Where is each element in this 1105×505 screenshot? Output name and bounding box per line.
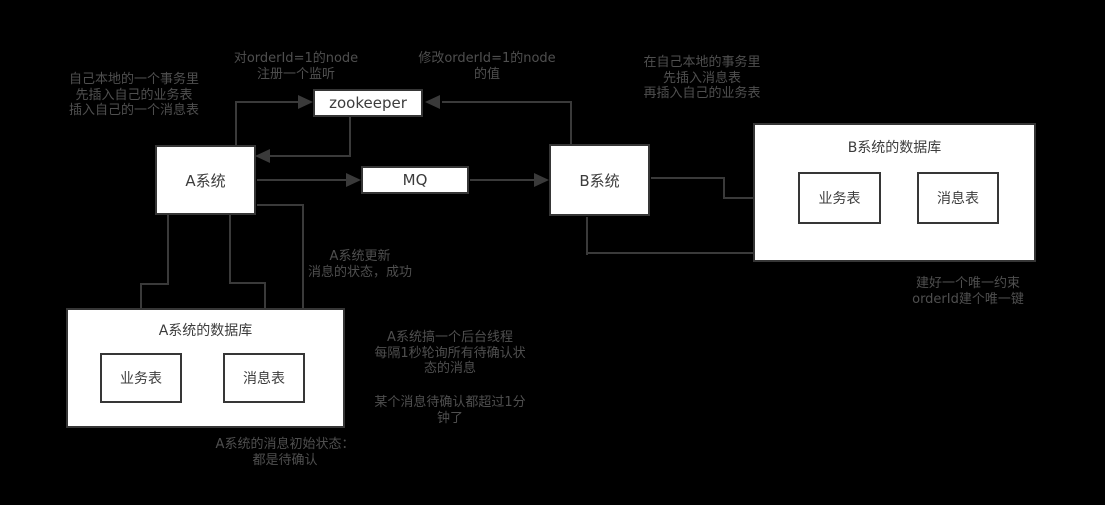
arrowhead-into-zookeeper-right-icon	[425, 95, 440, 109]
annotation-a-local-transaction: 自己本地的一个事务里 先插入自己的业务表 插入自己的一个消息表	[68, 72, 199, 118]
arrowhead-into-zookeeper-icon	[298, 95, 313, 109]
edge-a-to-a-message-update-segment	[302, 204, 304, 339]
annotation-a-background-thread: A系统搞一个后台线程 每隔1秒轮询所有待确认状 态的消息	[374, 330, 526, 376]
db-b-business-table: 业务表	[798, 172, 881, 224]
arrowhead-into-system-b-icon	[534, 173, 549, 187]
db-a-business-table-label: 业务表	[120, 371, 162, 387]
zookeeper-label: zookeeper	[329, 94, 407, 112]
db-b-message-table-label: 消息表	[937, 191, 979, 207]
system-b-node: B系统	[549, 144, 650, 216]
db-b-business-table-label: 业务表	[818, 191, 861, 207]
edge-mq-to-b-segment	[470, 179, 536, 181]
edge-a-to-a-business-segment	[140, 283, 169, 285]
edge-b-to-b-message-segment	[586, 217, 588, 255]
edge-a-to-zookeeper-segment	[235, 101, 299, 103]
annotation-zookeeper-register-watch: 对orderId=1的node 注册一个监听	[233, 51, 359, 82]
edge-a-to-a-message-update-segment	[257, 204, 304, 206]
annotation-a-timeout: 某个消息待确认都超过1分 钟了	[374, 395, 526, 426]
edge-b-to-zookeeper-segment	[442, 101, 572, 103]
annotation-b-unique-key: 建好一个唯一约束 orderId建个唯一键	[912, 276, 1024, 307]
zookeeper-node: zookeeper	[313, 89, 423, 117]
annotation-a-update-status: A系统更新 消息的状态，成功	[307, 249, 412, 280]
db-b-message-table: 消息表	[917, 172, 999, 224]
db-a-business-table: 业务表	[100, 353, 182, 403]
annotation-zookeeper-modify-node: 修改orderId=1的node 的值	[418, 51, 556, 82]
edge-a-to-mq-segment	[257, 179, 347, 181]
edge-a-to-a-business-segment	[167, 215, 169, 285]
edge-a-to-zookeeper-segment	[235, 102, 237, 145]
annotation-b-local-transaction: 在自己本地的事务里 先插入消息表 再插入自己的业务表	[643, 55, 761, 101]
edge-b-to-zookeeper-segment	[570, 101, 572, 146]
arrowhead-into-mq-icon	[346, 173, 361, 187]
edge-a-to-a-message-insert-segment	[229, 215, 231, 284]
db-b-title: B系统的数据库	[847, 140, 942, 156]
db-b-container: B系统的数据库 业务表 消息表	[753, 123, 1036, 262]
mq-label: MQ	[402, 171, 428, 189]
annotation-a-initial-state: A系统的消息初始状态： 都是待确认	[215, 437, 355, 468]
edge-zookeeper-to-a-segment	[349, 116, 351, 157]
edge-zookeeper-to-a-segment	[269, 155, 351, 157]
db-a-title: A系统的数据库	[158, 323, 253, 339]
arrowhead-into-system-a-icon	[255, 149, 270, 163]
db-a-container: A系统的数据库 业务表 消息表	[66, 308, 345, 428]
system-a-label: A系统	[185, 171, 226, 190]
edge-b-to-b-business-segment	[651, 177, 725, 179]
mq-node: MQ	[361, 166, 469, 194]
db-a-message-table-label: 消息表	[243, 371, 285, 387]
edge-b-to-b-business-segment	[723, 177, 725, 199]
db-a-message-table: 消息表	[223, 353, 305, 403]
edge-a-to-a-message-insert-segment	[229, 282, 266, 284]
system-a-node: A系统	[155, 145, 256, 215]
system-b-label: B系统	[579, 171, 620, 190]
